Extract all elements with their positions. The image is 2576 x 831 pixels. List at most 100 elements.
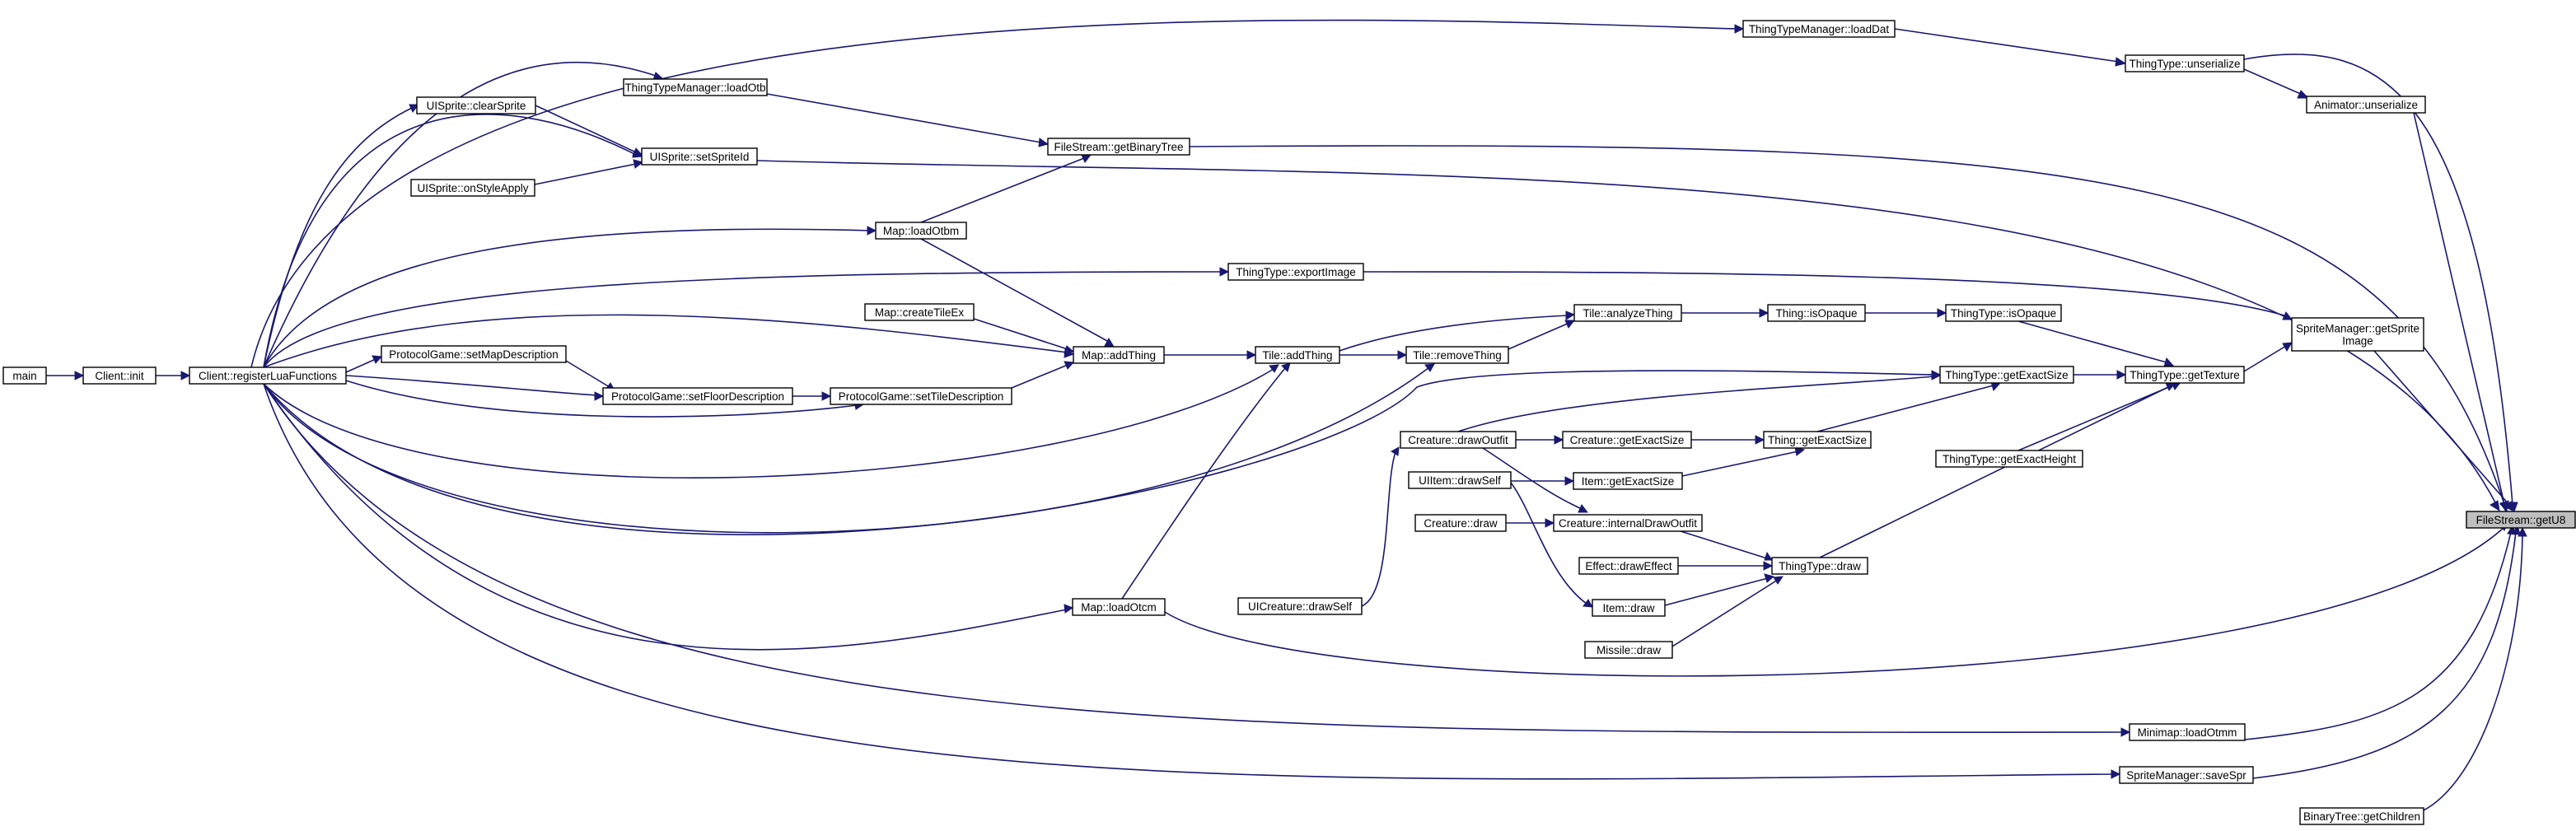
edge-registerLua-to-setSpriteId [263, 114, 644, 368]
node-loadOtb[interactable]: ThingTypeManager::loadOtb [623, 78, 768, 96]
node-setMapDesc[interactable]: ProtocolGame::setMapDescription [381, 345, 567, 363]
node-ttUnserialize[interactable]: ThingType::unserialize [2125, 54, 2245, 72]
edge-main-to-clientInit [46, 371, 85, 380]
node-box [1237, 597, 1363, 615]
node-getBinaryTree[interactable]: FileStream::getBinaryTree [1047, 138, 1190, 156]
node-setSpriteId[interactable]: UISprite::setSpriteId [641, 147, 758, 166]
edge-loadOtbm-to-addThing [920, 238, 1115, 348]
edge-arrowhead [2115, 57, 2127, 67]
node-tileAddThing[interactable]: Tile::addThing [1255, 346, 1340, 364]
node-box [1767, 304, 1866, 322]
node-loadOtcm[interactable]: Map::loadOtcm [1072, 598, 1166, 616]
node-box [1047, 138, 1190, 156]
edge-registerLua-to-clearSprite [263, 104, 420, 368]
node-missileDraw[interactable]: Missile::draw [1584, 641, 1673, 659]
node-creatureDraw[interactable]: Creature::draw [1414, 514, 1507, 532]
node-label: Tile::removeThing [1413, 349, 1502, 362]
edge-arrowhead [1545, 518, 1555, 528]
node-box [1405, 346, 1509, 364]
node-creatureGetExactSize[interactable]: Creature::getExactSize [1562, 431, 1692, 449]
edge-line [973, 318, 1068, 350]
node-main[interactable]: main [2, 366, 47, 385]
node-thingGetExactSize[interactable]: Thing::getExactSize [1763, 431, 1872, 449]
edge-arrowhead [1578, 504, 1589, 513]
edge-ttIsOpaque-to-ttGetTexture [2017, 320, 2175, 367]
edge-line [345, 380, 858, 418]
edge-line [1819, 385, 2171, 558]
node-box [410, 179, 535, 197]
edge-line [2252, 531, 2517, 779]
node-label: FileStream::getU8 [2476, 514, 2566, 526]
node-exportImage[interactable]: ThingType::exportImage [1227, 263, 1364, 281]
edge-arrowhead [2518, 526, 2527, 537]
node-internalDrawOutfit[interactable]: Creature::internalDrawOutfit [1553, 514, 1703, 532]
node-itemDraw[interactable]: Item::draw [1592, 599, 1666, 617]
node-loadDat[interactable]: ThingTypeManager::loadDat [1742, 20, 1896, 38]
node-clientInit[interactable]: Client::init [82, 366, 157, 385]
edge-uiItemDrawSelf-to-itemGetExactSize [1511, 476, 1575, 486]
node-ttGetExactSize[interactable]: ThingType::getExactSize [1939, 366, 2074, 384]
node-tileRemoveThing[interactable]: Tile::removeThing [1405, 346, 1509, 364]
node-loadOtbm[interactable]: Map::loadOtbm [875, 222, 967, 240]
edge-registerLua-to-loadOtmm [263, 383, 2131, 737]
node-label: ThingType::getTexture [2130, 369, 2240, 381]
node-registerLua[interactable]: Client::registerLuaFunctions [189, 366, 347, 385]
node-loadOtmm[interactable]: Minimap::loadOtmm [2129, 723, 2246, 741]
node-getU8[interactable]: FileStream::getU8 [2466, 511, 2576, 529]
edge-arrowhead [1554, 435, 1564, 445]
node-getChildren[interactable]: BinaryTree::getChildren [2299, 807, 2424, 825]
node-box [1771, 557, 1868, 575]
edge-creatureDrawOutfit-to-creatureGetExactSize [1516, 435, 1564, 445]
node-box [2, 366, 47, 385]
node-ttGetTexture[interactable]: ThingType::getTexture [2125, 366, 2245, 384]
node-saveSpr[interactable]: SpriteManager::saveSpr [2119, 766, 2254, 784]
edge-arrowhead [1763, 561, 1774, 571]
node-uiItemDrawSelf[interactable]: UIItem::drawSelf [1408, 471, 1512, 489]
node-label: ThingType::unserialize [2129, 58, 2240, 70]
edge-arrowhead [409, 104, 420, 113]
node-label: Tile::addThing [1262, 349, 1332, 362]
edge-line [1164, 526, 2505, 677]
edge-onStyleApply-to-setSpriteId [534, 159, 644, 185]
node-clearSprite[interactable]: UISprite::clearSprite [416, 96, 536, 114]
node-analyzeThing[interactable]: Tile::analyzeThing [1573, 304, 1682, 322]
edge-arrowhead [1759, 308, 1770, 318]
edge-uiCreatureDrawSelf-to-creatureDrawOutfit [1361, 446, 1400, 607]
node-animUnserialize[interactable]: Animator::unserialize [2306, 96, 2426, 114]
edge-line [250, 19, 1737, 368]
edge-line [565, 360, 610, 388]
node-label: UISprite::setSpriteId [650, 151, 750, 163]
node-ttDraw[interactable]: ThingType::draw [1771, 557, 1868, 575]
edge-line [1681, 451, 1799, 477]
edge-arrowhead [1081, 154, 1092, 163]
node-thingIsOpaque[interactable]: Thing::isOpaque [1767, 304, 1866, 322]
node-itemGetExactSize[interactable]: Item::getExactSize [1573, 472, 1683, 490]
node-ttIsOpaque[interactable]: ThingType::isOpaque [1945, 304, 2062, 322]
node-box [1408, 471, 1512, 489]
edge-registerLua-to-loadDat [250, 19, 1745, 368]
node-label: Creature::draw [1424, 517, 1498, 530]
edge-loadOtb-to-getBinaryTree [766, 93, 1050, 147]
node-setTileDesc[interactable]: ProtocolGame::setTileDescription [830, 387, 1012, 405]
edge-line [263, 370, 1935, 535]
edge-arrowhead [1764, 551, 1773, 561]
node-creatureDrawOutfit[interactable]: Creature::drawOutfit [1400, 431, 1517, 449]
node-onStyleApply[interactable]: UISprite::onStyleApply [410, 179, 535, 197]
node-label: BinaryTree::getChildren [2303, 810, 2420, 823]
node-ttGetExactHeight[interactable]: ThingType::getExactHeight [1935, 450, 2083, 468]
edge-arrowhead [1397, 350, 1408, 360]
edge-arrowhead [1583, 599, 1593, 608]
edge-line [263, 314, 1068, 368]
edge-line [920, 157, 1085, 223]
edge-arrowhead [1246, 350, 1257, 360]
edge-getChildren-to-getU8 [2421, 526, 2527, 812]
node-createTileEx[interactable]: Map::createTileEx [864, 303, 975, 321]
node-effectDraw[interactable]: Effect::drawEffect [1578, 557, 1679, 575]
edge-setFloorDesc-to-setTileDesc [792, 391, 832, 401]
node-uiCreatureDrawSelf[interactable]: UICreature::drawSelf [1237, 597, 1363, 615]
node-setFloorDesc[interactable]: ProtocolGame::setFloorDescription [602, 387, 793, 405]
node-addThing[interactable]: Map::addThing [1073, 346, 1165, 364]
edge-registerLua-to-addThing [263, 314, 1075, 368]
